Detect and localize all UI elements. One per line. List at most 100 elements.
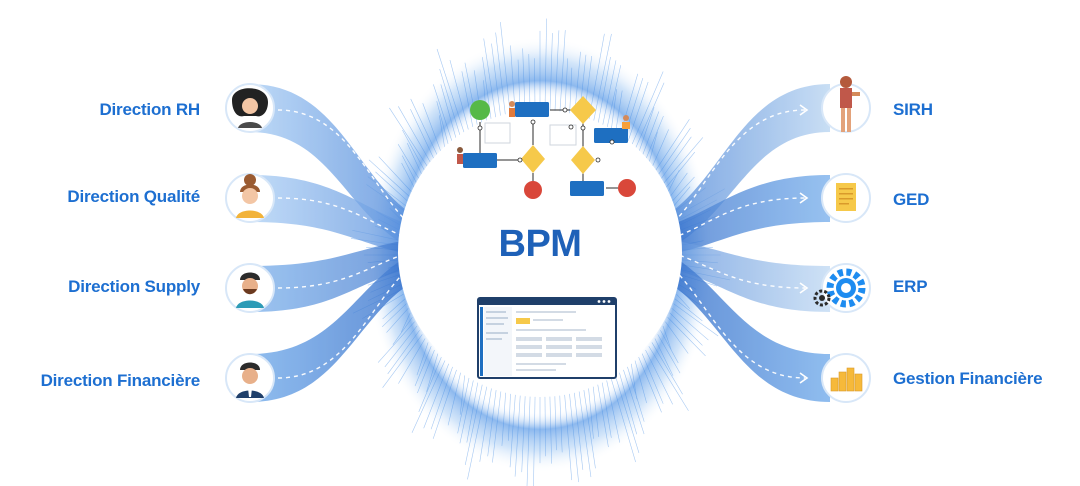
bpm-title: BPM bbox=[498, 223, 582, 265]
start-event-icon bbox=[470, 100, 490, 120]
halo-line bbox=[457, 377, 470, 434]
halo-line bbox=[509, 394, 516, 468]
halo-line bbox=[440, 84, 457, 141]
halo-line bbox=[411, 360, 446, 433]
woman-dark-hair-avatar-icon bbox=[225, 83, 275, 133]
halo-line bbox=[389, 107, 429, 168]
end-event-icon bbox=[618, 179, 636, 197]
halo-line bbox=[554, 30, 560, 114]
source-label-direction-supply: Direction Supply bbox=[68, 277, 200, 296]
halo-line bbox=[574, 392, 584, 470]
man-suit-avatar-icon bbox=[225, 353, 275, 403]
halo-line bbox=[665, 321, 689, 354]
halo-line bbox=[657, 128, 691, 176]
halo-line bbox=[627, 81, 649, 144]
halo-line bbox=[461, 71, 474, 130]
halo-line bbox=[601, 60, 617, 128]
halo-line bbox=[449, 59, 470, 133]
halo-line bbox=[382, 303, 407, 328]
halo-line bbox=[417, 349, 435, 394]
halo-line bbox=[439, 115, 446, 150]
halo-line bbox=[501, 392, 506, 446]
halo-line bbox=[606, 380, 621, 443]
halo-line bbox=[433, 84, 453, 144]
halo-line bbox=[382, 334, 423, 388]
halo-line bbox=[387, 330, 420, 375]
halo-line bbox=[466, 382, 479, 443]
halo-line bbox=[430, 366, 453, 430]
halo-line bbox=[414, 346, 432, 387]
halo-line bbox=[638, 357, 662, 413]
halo-line bbox=[638, 107, 655, 153]
halo-line bbox=[660, 136, 692, 180]
halo-line bbox=[533, 396, 536, 486]
halo-line bbox=[392, 317, 413, 345]
halo-line bbox=[645, 349, 673, 405]
target-label-gestion-financiere: Gestion Financière bbox=[893, 369, 1043, 388]
halo-line bbox=[592, 33, 612, 124]
halo-line bbox=[401, 155, 418, 185]
halo-line bbox=[606, 65, 622, 130]
gateway-diamond-icon bbox=[570, 96, 596, 124]
halo-line bbox=[508, 393, 511, 441]
gears-icon bbox=[813, 263, 871, 313]
halo-line bbox=[627, 366, 645, 422]
halo-line bbox=[483, 38, 497, 120]
halo-line bbox=[662, 325, 672, 350]
halo-line bbox=[669, 172, 688, 198]
halo-line bbox=[674, 298, 703, 322]
document-icon bbox=[821, 173, 871, 223]
halo-line bbox=[544, 18, 547, 114]
software-window-illustration bbox=[477, 297, 617, 379]
halo-line bbox=[500, 22, 511, 117]
halo-line bbox=[400, 312, 411, 333]
halo-line bbox=[610, 89, 617, 133]
halo-line bbox=[569, 393, 579, 483]
halo-line bbox=[479, 388, 492, 462]
halo-line bbox=[436, 101, 450, 147]
halo-line bbox=[495, 32, 506, 118]
tiny-person-icon bbox=[509, 101, 515, 117]
halo-line bbox=[514, 395, 521, 477]
halo-line bbox=[368, 159, 411, 198]
halo-line bbox=[660, 330, 679, 364]
halo-line bbox=[549, 396, 552, 464]
halo-line bbox=[554, 396, 557, 451]
halo-line bbox=[673, 303, 719, 337]
halo-line bbox=[521, 396, 526, 473]
halo-line bbox=[491, 43, 502, 119]
halo-line bbox=[375, 171, 409, 203]
halo-line bbox=[423, 363, 450, 429]
source-label-direction-qualite: Direction Qualité bbox=[67, 187, 200, 206]
halo-line bbox=[492, 391, 502, 463]
halo-line bbox=[601, 382, 612, 438]
target-label-erp: ERP bbox=[893, 277, 928, 296]
halo-line bbox=[630, 363, 638, 400]
halo-line bbox=[402, 129, 426, 172]
task-box-icon bbox=[594, 128, 628, 143]
task-box-icon bbox=[463, 153, 497, 168]
man-beard-avatar-icon bbox=[225, 263, 275, 313]
halo-line bbox=[459, 380, 474, 444]
halo-line bbox=[641, 111, 660, 157]
halo-line bbox=[623, 369, 645, 435]
halo-line bbox=[526, 396, 531, 486]
halo-line bbox=[651, 342, 683, 395]
halo-line bbox=[447, 372, 461, 426]
halo-line bbox=[398, 338, 426, 384]
halo-line bbox=[588, 388, 594, 439]
halo-line bbox=[386, 307, 409, 333]
halo-line bbox=[432, 369, 457, 439]
halo-line bbox=[641, 353, 664, 404]
tiny-person-icon bbox=[622, 115, 630, 129]
halo-line bbox=[564, 58, 569, 116]
gateway-diamond-icon bbox=[571, 146, 595, 174]
person-presenting-icon bbox=[821, 76, 871, 133]
halo-line bbox=[673, 186, 691, 207]
halo-line bbox=[410, 98, 439, 157]
halo-line bbox=[559, 30, 566, 115]
halo-line bbox=[436, 48, 466, 135]
halo-line bbox=[569, 67, 573, 117]
halo-line bbox=[426, 353, 439, 393]
